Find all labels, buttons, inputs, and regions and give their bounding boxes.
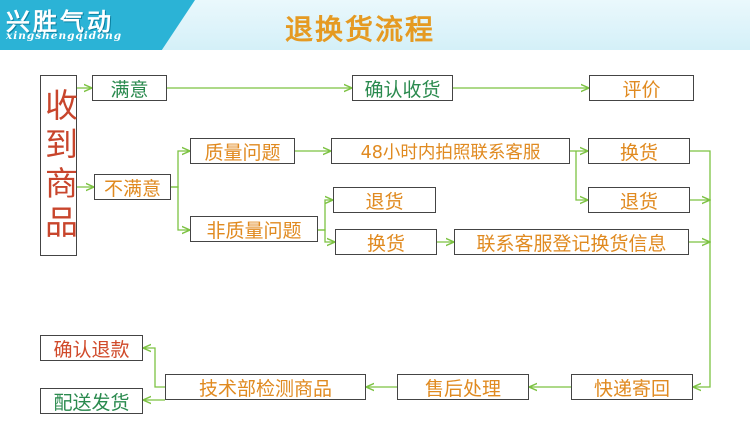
brand-logo: 兴胜气动 xingshengqidong xyxy=(0,0,195,50)
arrow-unsatisfied-quality xyxy=(171,151,190,188)
brand-logo-pinyin: xingshengqidong xyxy=(6,30,123,42)
header-band: 兴胜气动 xingshengqidong 退换货流程 xyxy=(0,0,750,50)
arrow-inspect-refund xyxy=(143,348,165,388)
node-courier-return: 快递寄回 xyxy=(571,374,693,400)
node-after-sales: 售后处理 xyxy=(397,374,529,400)
node-tech-inspection: 技术部检测商品 xyxy=(165,374,366,400)
page-title: 退换货流程 xyxy=(285,13,436,46)
node-unsatisfied: 不满意 xyxy=(94,174,171,200)
arrow-photo-return xyxy=(575,151,588,200)
node-review: 评价 xyxy=(589,75,694,101)
node-quality-issue: 质量问题 xyxy=(190,138,295,164)
node-exchange-quality: 换货 xyxy=(588,138,690,164)
brand-logo-chinese: 兴胜气动 xyxy=(6,8,114,36)
node-receive-goods: 收到商品 xyxy=(40,75,79,256)
node-satisfied: 满意 xyxy=(92,75,167,101)
node-confirm-receipt: 确认收货 xyxy=(352,75,453,101)
node-register-exchange: 联系客服登记换货信息 xyxy=(454,229,689,255)
node-photo-contact-cs: 48小时内拍照联系客服 xyxy=(331,138,570,164)
node-non-quality-issue: 非质量问题 xyxy=(190,216,318,242)
arrow-unsatisfied-nonquality xyxy=(171,186,190,230)
node-confirm-refund: 确认退款 xyxy=(40,335,143,361)
arrow-exchange-courier xyxy=(690,150,711,387)
node-exchange-nonquality: 换货 xyxy=(335,229,437,255)
node-return-quality: 退货 xyxy=(588,187,690,213)
arrow-nonquality-exchange xyxy=(318,229,335,242)
arrow-nonquality-return xyxy=(318,200,333,231)
node-return-nonquality: 退货 xyxy=(333,187,436,213)
node-ship-goods: 配送发货 xyxy=(40,388,143,414)
